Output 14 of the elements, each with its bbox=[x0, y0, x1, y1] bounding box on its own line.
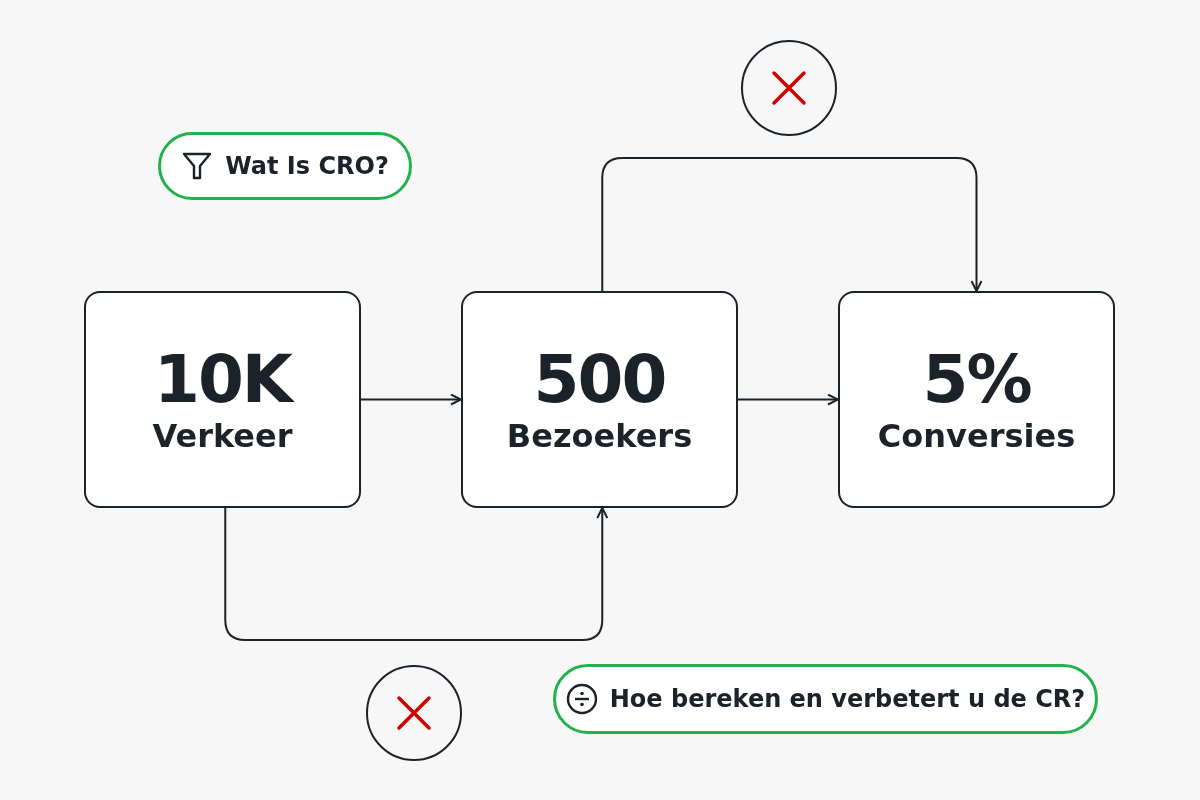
metric-label: Verkeer bbox=[152, 416, 293, 455]
metric-label: Bezoekers bbox=[506, 416, 693, 455]
arrow bbox=[737, 393, 839, 406]
metric-value: 5% bbox=[922, 344, 1031, 417]
pill-label: Wat Is CRO? bbox=[225, 152, 389, 180]
pill-label: Hoe bereken en verbetert u de CR? bbox=[609, 685, 1086, 713]
arrow bbox=[601, 157, 983, 292]
arrow bbox=[224, 507, 609, 641]
arrow bbox=[360, 393, 462, 406]
stage-box bbox=[838, 291, 1115, 508]
metric-value: 500 bbox=[533, 344, 666, 417]
stage-box bbox=[84, 291, 361, 508]
stage-box bbox=[461, 291, 738, 508]
metric-label: Conversies bbox=[877, 416, 1076, 455]
